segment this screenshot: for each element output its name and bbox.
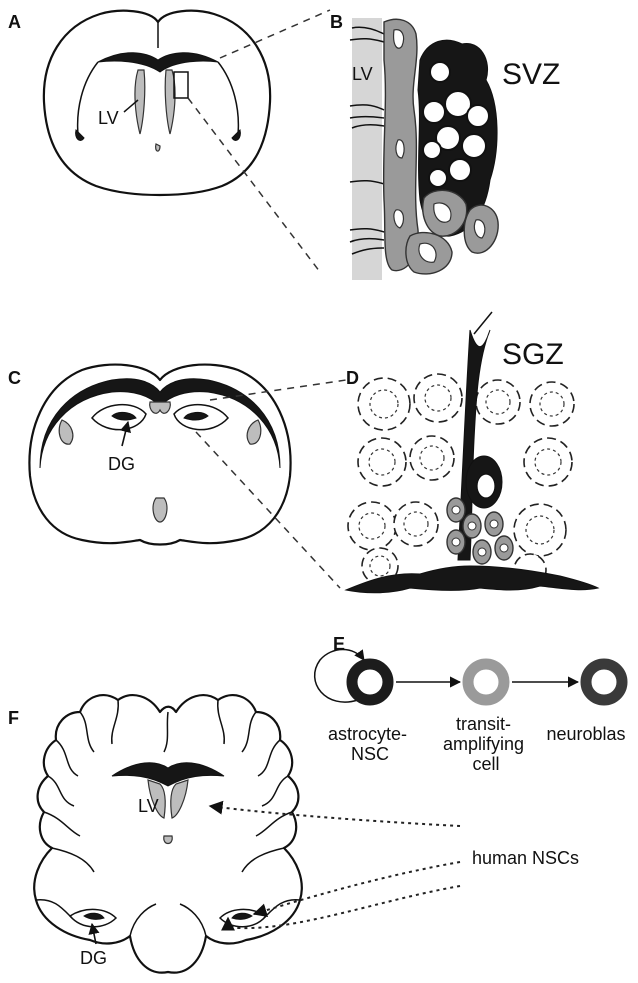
- corpus-callosum-f: [112, 763, 224, 786]
- sgz-label: SGZ: [502, 338, 564, 371]
- lv-label-b: LV: [352, 64, 373, 84]
- panel-a: A LV: [8, 11, 270, 195]
- panel-b: B LV SVZ: [330, 12, 560, 280]
- callosum-left-arm-a: [78, 62, 98, 134]
- dg-label-c: DG: [108, 454, 135, 474]
- callosum-right-arm-a: [218, 62, 238, 134]
- human-nscs-label: human NSCs: [472, 848, 579, 868]
- panel-f-letter: F: [8, 708, 19, 728]
- astrocyte-nsc-label: astrocyte- NSC: [328, 724, 412, 764]
- panel-d: D SGZ: [346, 312, 598, 593]
- panel-a-letter: A: [8, 12, 21, 32]
- nsc-pointer-svz: [210, 806, 460, 826]
- nsc-pointer-dg-right: [254, 862, 460, 914]
- svz-zoom-box: [174, 72, 188, 98]
- astrocyte-nsc-ring: [352, 664, 388, 700]
- transit-amplifying-ring: [468, 664, 504, 700]
- dg-arrow-c: [122, 422, 128, 446]
- panel-b-letter: B: [330, 12, 343, 32]
- lateral-ventricle-right-f: [171, 780, 188, 818]
- dg-label-f: DG: [80, 948, 107, 968]
- panel-d-letter: D: [346, 368, 359, 388]
- transit-amplifying-label: transit- amplifying cell: [443, 714, 529, 774]
- panel-e: E astrocyte- NSC transit- amplifying cel…: [315, 634, 626, 774]
- corpus-callosum-a: [98, 53, 218, 72]
- svz-label: SVZ: [502, 58, 560, 91]
- third-ventricle-c: [153, 498, 167, 522]
- cortical-folds: [36, 700, 300, 936]
- dentate-gyrus-left-c: [112, 412, 136, 420]
- neuroblast-ring: [586, 664, 622, 700]
- nsc-pointer-dg-left: [228, 886, 460, 928]
- zoom-line-a-top: [220, 10, 330, 58]
- panel-c: C DG: [8, 365, 291, 545]
- panel-c-letter: C: [8, 368, 21, 388]
- corpus-callosum-c: [40, 379, 280, 468]
- zoom-line-a-bottom: [188, 98, 320, 272]
- lv-label-a: LV: [98, 108, 119, 128]
- lv-label-f: LV: [138, 796, 159, 816]
- neuroblast-label: neuroblas: [546, 724, 625, 744]
- zoom-line-c-bottom: [196, 432, 340, 588]
